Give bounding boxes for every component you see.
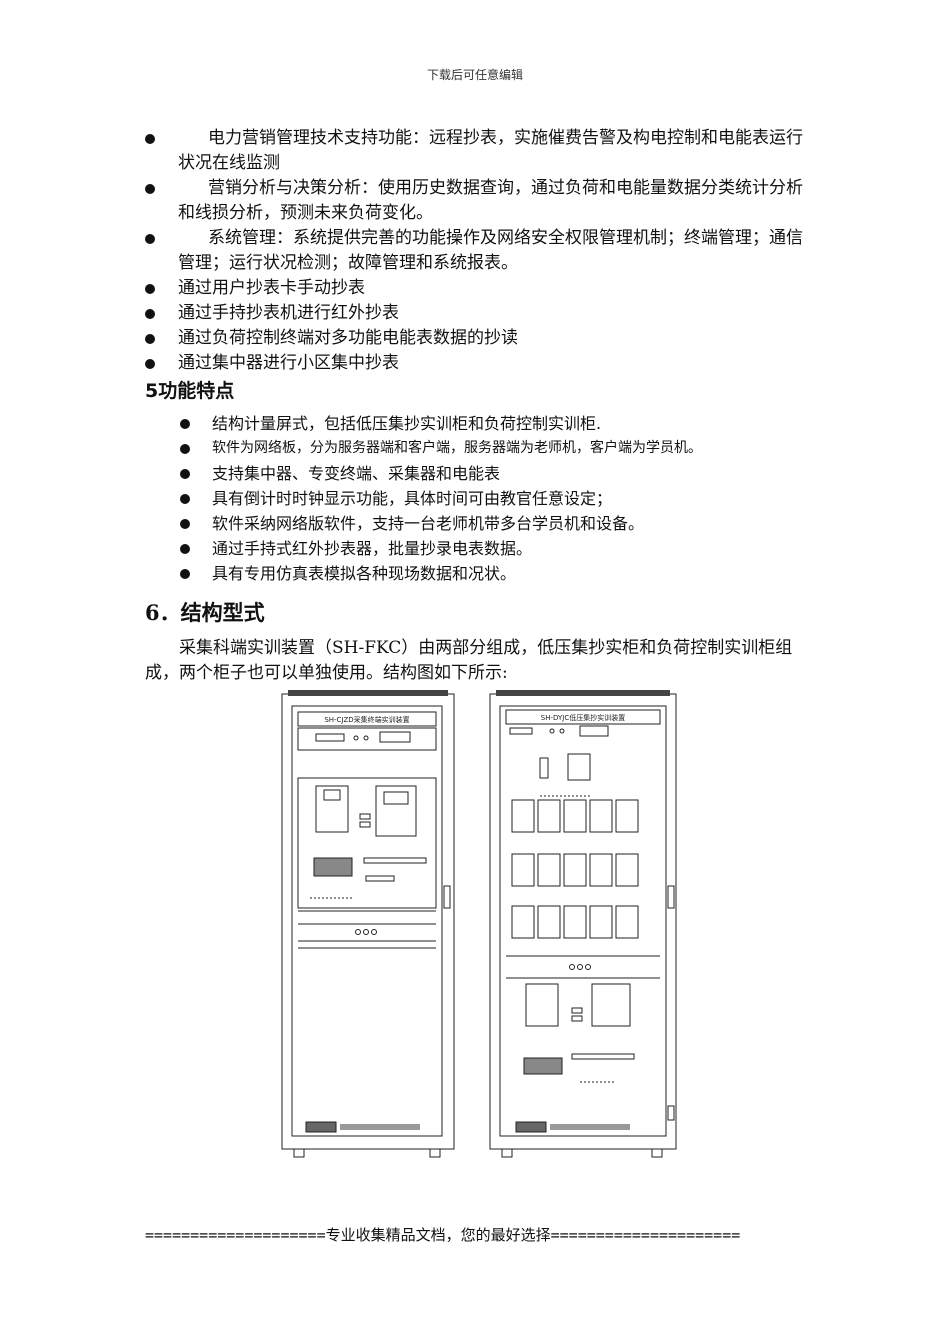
list-item: 结构计量屏式，包括低压集抄实训柜和负荷控制实训柜. <box>180 411 820 436</box>
list-item: 系统管理：系统提供完善的功能操作及网络安全权限管理机制；终端管理；通信管理；运行… <box>145 226 805 276</box>
list-item: 具有倒计时时钟显示功能，具体时间可由教官任意设定； <box>180 486 820 511</box>
bullet-icon <box>180 494 190 504</box>
bullet-icon <box>145 334 155 344</box>
list-item: 营销分析与决策分析：使用历史数据查询，通过负荷和电能量数据分类统计分析和线损分析… <box>145 176 805 226</box>
bullet-icon <box>180 519 190 529</box>
bullet-icon <box>180 469 190 479</box>
list-item: 通过集中器进行小区集中抄表 <box>145 351 805 376</box>
page-header: 下载后可任意编辑 <box>426 68 523 82</box>
list-item: 软件采纳网络版软件，支持一台老师机带多台学员机和设备。 <box>180 511 820 536</box>
list-item: 通过用户抄表卡手动抄表 <box>145 276 805 301</box>
bullet-icon <box>145 284 155 294</box>
bullet-icon <box>180 569 190 579</box>
feature-points-list: 结构计量屏式，包括低压集抄实训柜和负荷控制实训柜. 软件为网络板，分为服务器端和… <box>180 411 820 586</box>
right-cabinet: SH-DYJC低压集抄实训装置 <box>489 690 677 1158</box>
bullet-icon <box>145 359 155 369</box>
bullet-icon <box>145 309 155 319</box>
list-item: 通过手持式红外抄表器，批量抄录电表数据。 <box>180 536 820 561</box>
bullet-icon <box>145 184 155 194</box>
feature-list: 电力营销管理技术支持功能：远程抄表，实施催费告警及构电控制和电能表运行状况在线监… <box>145 126 805 376</box>
list-item: 通过手持抄表机进行红外抄表 <box>145 301 805 326</box>
bullet-icon <box>180 544 190 554</box>
structure-paragraph: 采集科端实训装置（SH-FKC）由两部分组成，低压集抄实柜和负荷控制实训柜组成，… <box>145 638 793 683</box>
list-item: 电力营销管理技术支持功能：远程抄表，实施催费告警及构电控制和电能表运行状况在线监… <box>145 126 805 176</box>
page-footer: ====================专业收集精品文档，您的最好选择=====… <box>145 1226 741 1244</box>
list-item: 具有专用仿真表模拟各种现场数据和况状。 <box>180 561 820 586</box>
meter-grid <box>511 799 639 939</box>
left-cabinet: SH-CJZD采集终端实训装置 <box>281 690 455 1158</box>
right-cabinet-label: SH-DYJC低压集抄实训装置 <box>541 713 625 722</box>
cabinet-structure-figure: SH-CJZD采集终端实训装置 SH-DYJC低压集抄实训装置 <box>281 690 677 1158</box>
left-cabinet-label: SH-CJZD采集终端实训装置 <box>324 715 409 724</box>
bullet-icon <box>180 419 190 429</box>
bullet-icon <box>180 444 190 454</box>
section-6-title: 6．结构型式 <box>145 600 265 625</box>
section-5-title: 5功能特点 <box>145 380 235 402</box>
bullet-icon <box>145 134 155 144</box>
bullet-icon <box>145 234 155 244</box>
list-item: 软件为网络板，分为服务器端和客户端，服务器端为老师机，客户端为学员机。 <box>180 436 820 461</box>
list-item: 通过负荷控制终端对多功能电能表数据的抄读 <box>145 326 805 351</box>
list-item: 支持集中器、专变终端、采集器和电能表 <box>180 461 820 486</box>
